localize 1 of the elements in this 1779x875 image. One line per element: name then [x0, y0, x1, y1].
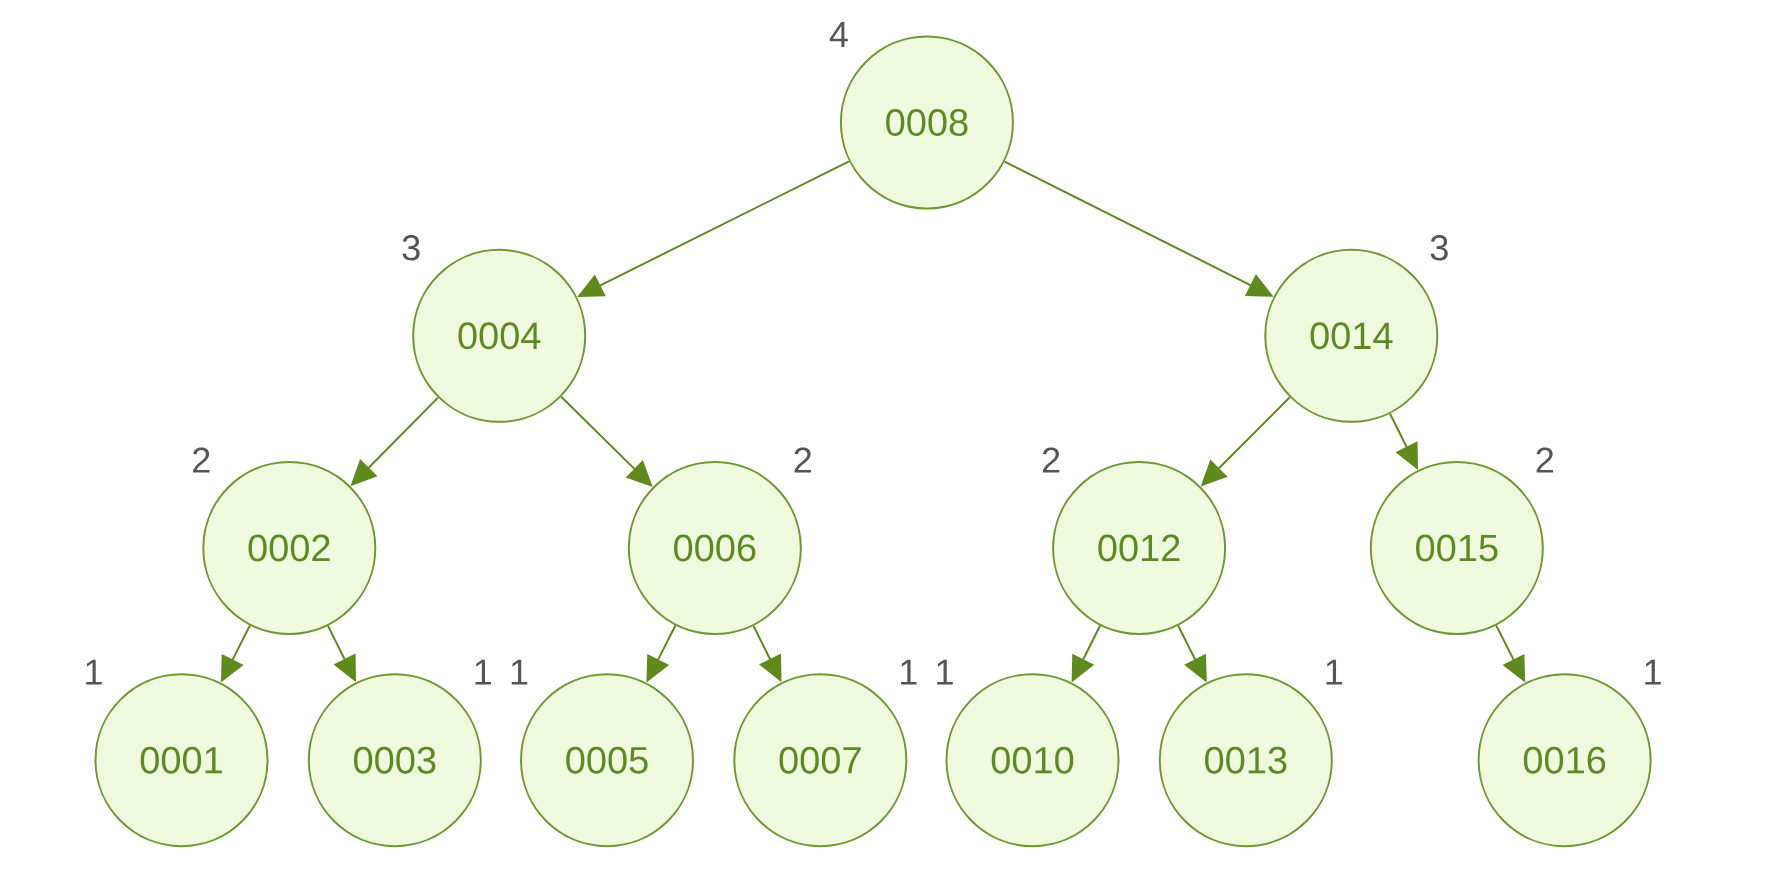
arrow: [560, 395, 653, 487]
